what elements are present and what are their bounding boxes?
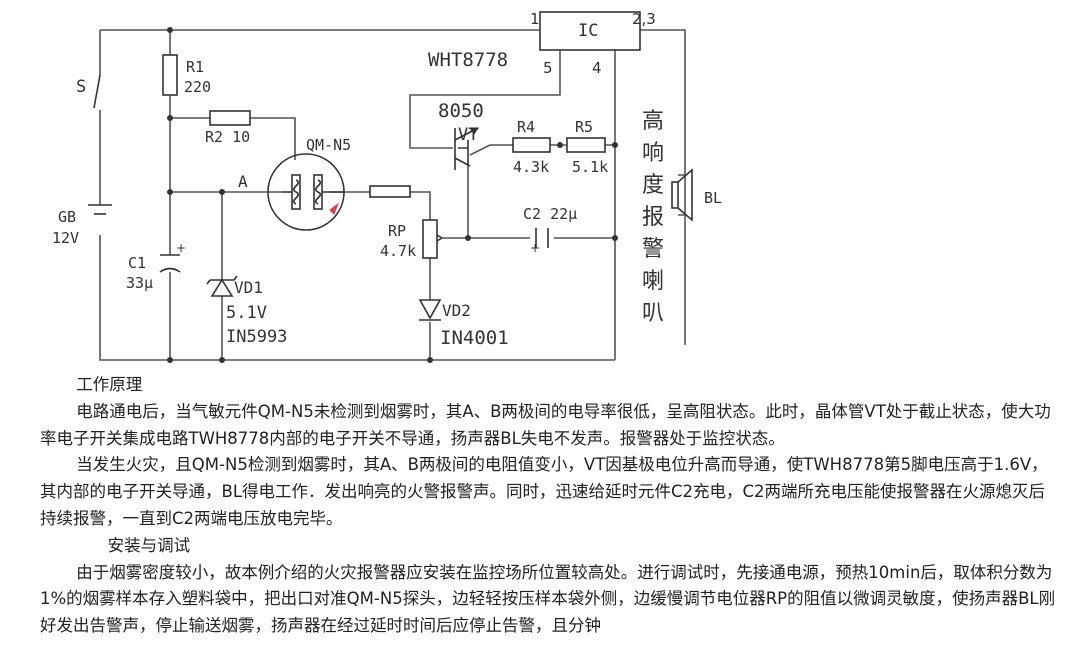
- paragraph-1: 电路通电后，当气敏元件QM-N5未检测到烟雾时，其A、B两极间的电导率很低，呈高…: [40, 401, 1051, 448]
- article-text: 工作原理 电路通电后，当气敏元件QM-N5未检测到烟雾时，其A、B两极间的电导率…: [40, 372, 1060, 640]
- ic-pin-5: 5: [543, 59, 553, 77]
- horn-char-4: 报: [642, 205, 664, 230]
- capacitor-c1: + C1 33μ: [126, 241, 186, 292]
- ic-pin-1: 1: [530, 10, 540, 28]
- switch-label: S: [76, 77, 86, 97]
- transistor-name: VT: [458, 125, 478, 145]
- transistor-vt: 8050 VT: [438, 100, 484, 170]
- ic-chip: IC 1 2,3 5 4 WHT8778: [428, 10, 656, 77]
- gas-sensor-qm-n5: QM-N5 A: [238, 136, 351, 231]
- diode-vd2: VD2 IN4001: [418, 299, 509, 349]
- ic-pin-23: 2,3: [632, 10, 656, 28]
- ic-pin-4: 4: [592, 59, 602, 77]
- c2-label: C2 22μ: [523, 205, 577, 223]
- horn-char-2: 响: [642, 141, 664, 166]
- r2-label: R2 10: [205, 128, 250, 146]
- c1-value: 33μ: [126, 274, 153, 292]
- heading-install: 安装与调试: [107, 535, 191, 555]
- c2-plus: +: [530, 241, 540, 255]
- circuit-schematic: IC 1 2,3 5 4 WHT8778 S GB 12V R1 220 R2 …: [52, 10, 722, 363]
- resistor-r2: R2 10: [205, 110, 251, 146]
- paragraph-3: 由于烟雾密度较小，故本例介绍的火灾报警器应安装在监控场所位置较高处。进行调试时，…: [40, 562, 1056, 636]
- vd2-name: VD2: [442, 301, 471, 320]
- capacitor-c2: + C2 22μ: [523, 205, 577, 255]
- junction-dots: [167, 27, 618, 363]
- resistor-r1: R1 220: [162, 54, 211, 96]
- resistor-r5: R5 5.1k: [566, 118, 608, 176]
- r5-name: R5: [575, 118, 593, 136]
- vd1-name: VD1: [234, 278, 263, 297]
- vd2-model: IN4001: [440, 327, 509, 349]
- battery-gb: GB 12V: [52, 204, 112, 247]
- transistor-model: 8050: [438, 100, 484, 122]
- r4-value: 4.3k: [513, 158, 549, 176]
- horn-name: BL: [704, 189, 722, 207]
- sensor-name: QM-N5: [306, 136, 351, 154]
- r1-value: 220: [184, 78, 211, 96]
- ic-model: WHT8778: [428, 49, 508, 71]
- r5-value: 5.1k: [572, 158, 608, 176]
- potentiometer-rp: RP 4.7k: [380, 219, 443, 260]
- horn-char-3: 度: [642, 173, 664, 198]
- resistor-r4: R4 4.3k: [512, 118, 551, 176]
- vd1-value: 5.1V: [226, 303, 267, 323]
- battery-value: 12V: [52, 229, 79, 247]
- rp-name: RP: [388, 222, 406, 240]
- battery-name: GB: [58, 208, 76, 226]
- heading-principle: 工作原理: [76, 375, 143, 394]
- sensor-lead: [369, 185, 411, 198]
- zener-vd1: VD1 5.1V IN5993: [206, 275, 287, 347]
- horn-bl: BL 高 响 度 报 警 喇 叭: [642, 109, 722, 326]
- sensor-node-a: A: [238, 172, 248, 191]
- horn-char-6: 喇: [642, 269, 664, 294]
- horn-char-7: 叭: [642, 301, 664, 326]
- paragraph-2: 当发生火灾，且QM-N5检测到烟雾时，其A、B两极间的电阻值变小，VT因基极电位…: [40, 455, 1048, 528]
- horn-char-5: 警: [642, 237, 664, 262]
- switch-s: S: [76, 74, 101, 109]
- c1-name: C1: [128, 254, 146, 272]
- r4-name: R4: [517, 118, 535, 136]
- horn-char-1: 高: [642, 109, 664, 134]
- c1-plus: +: [176, 241, 186, 255]
- vd1-model: IN5993: [226, 327, 287, 347]
- ic-name: IC: [578, 21, 598, 41]
- r1-name: R1: [186, 58, 204, 76]
- rp-value: 4.7k: [380, 242, 416, 260]
